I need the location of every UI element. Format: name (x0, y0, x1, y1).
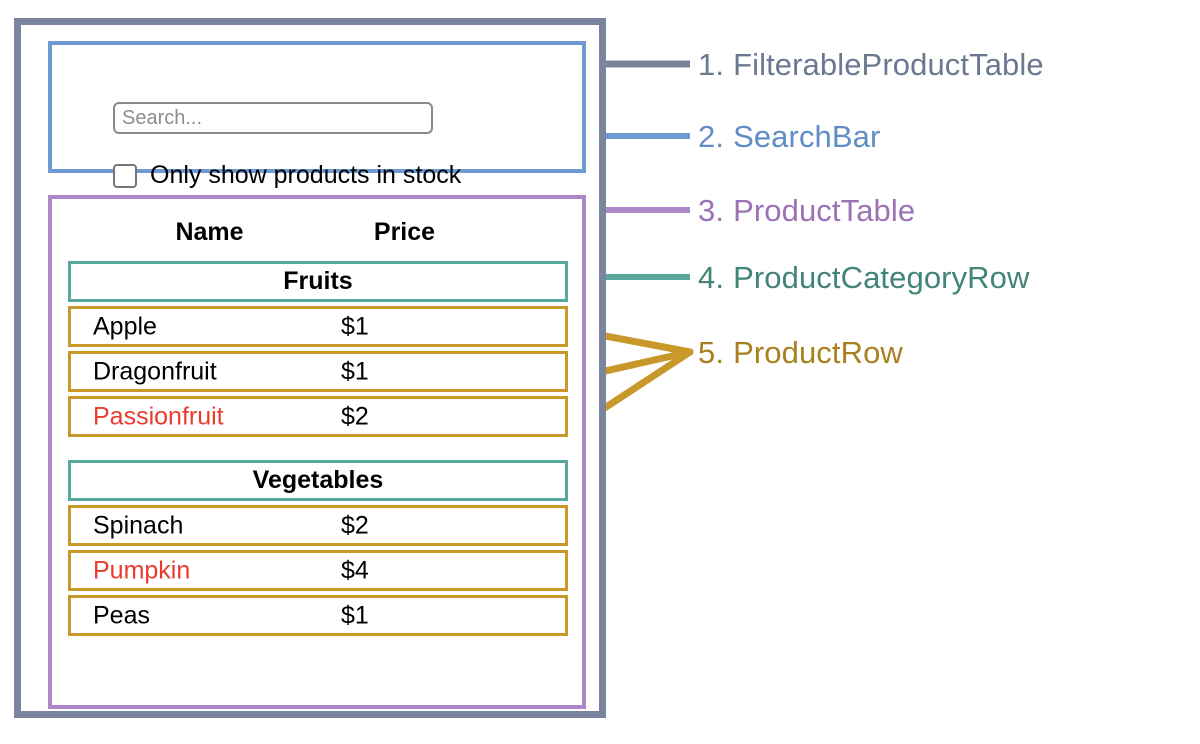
product-name: Dragonfruit (93, 357, 217, 385)
legend-label: ProductRow (733, 335, 903, 370)
product-row[interactable]: Spinach $2 (68, 505, 568, 546)
legend-item-product-row: 5.ProductRow (698, 335, 903, 371)
legend-label: FilterableProductTable (733, 47, 1044, 82)
product-rows-area: Fruits Apple $1 Dragonfruit $1 Passionfr… (68, 261, 568, 636)
legend-number: 3. (698, 193, 725, 228)
search-input[interactable] (113, 102, 433, 134)
column-header-name: Name (175, 217, 244, 246)
legend-item-product-table: 3.ProductTable (698, 193, 915, 229)
in-stock-checkbox[interactable] (113, 163, 137, 188)
product-row[interactable]: Dragonfruit $1 (68, 351, 568, 392)
product-name: Apple (93, 312, 157, 340)
legend-item-filterable-product-table: 1.FilterableProductTable (698, 47, 1044, 83)
product-price: $2 (341, 402, 369, 430)
legend-label: SearchBar (733, 119, 881, 154)
product-price: $2 (341, 511, 369, 539)
filterable-product-table: Only show products in stock Name Price F… (14, 18, 606, 718)
product-row[interactable]: Peas $1 (68, 595, 568, 636)
product-price: $4 (341, 556, 369, 584)
product-table: Name Price Fruits Apple $1 Dragonfruit $… (48, 195, 586, 709)
in-stock-checkbox-label: Only show products in stock (150, 161, 462, 189)
legend-number: 5. (698, 335, 725, 370)
legend-label: ProductCategoryRow (733, 260, 1030, 295)
legend-item-search-bar: 2.SearchBar (698, 119, 880, 155)
search-bar: Only show products in stock (48, 41, 586, 188)
legend-label: ProductTable (733, 193, 916, 228)
product-name: Peas (93, 601, 150, 629)
product-name: Passionfruit (93, 402, 224, 430)
product-name: Pumpkin (93, 556, 191, 584)
product-row[interactable]: Apple $1 (68, 306, 568, 347)
legend-item-product-category-row: 4.ProductCategoryRow (698, 260, 1030, 296)
product-price: $1 (341, 357, 369, 385)
column-header-price: Price (373, 217, 436, 246)
product-table-header: Name Price (52, 211, 582, 253)
product-price: $1 (341, 601, 369, 629)
product-row[interactable]: Passionfruit $2 (68, 396, 568, 437)
product-row[interactable]: Pumpkin $4 (68, 550, 568, 591)
product-name: Spinach (93, 511, 184, 539)
product-category-row: Vegetables (68, 460, 568, 501)
group-spacer (68, 437, 568, 460)
legend-number: 4. (698, 260, 725, 295)
legend-number: 1. (698, 47, 725, 82)
legend-number: 2. (698, 119, 725, 154)
product-category-row: Fruits (68, 261, 568, 302)
product-price: $1 (341, 312, 369, 340)
in-stock-checkbox-row[interactable]: Only show products in stock (113, 163, 461, 188)
